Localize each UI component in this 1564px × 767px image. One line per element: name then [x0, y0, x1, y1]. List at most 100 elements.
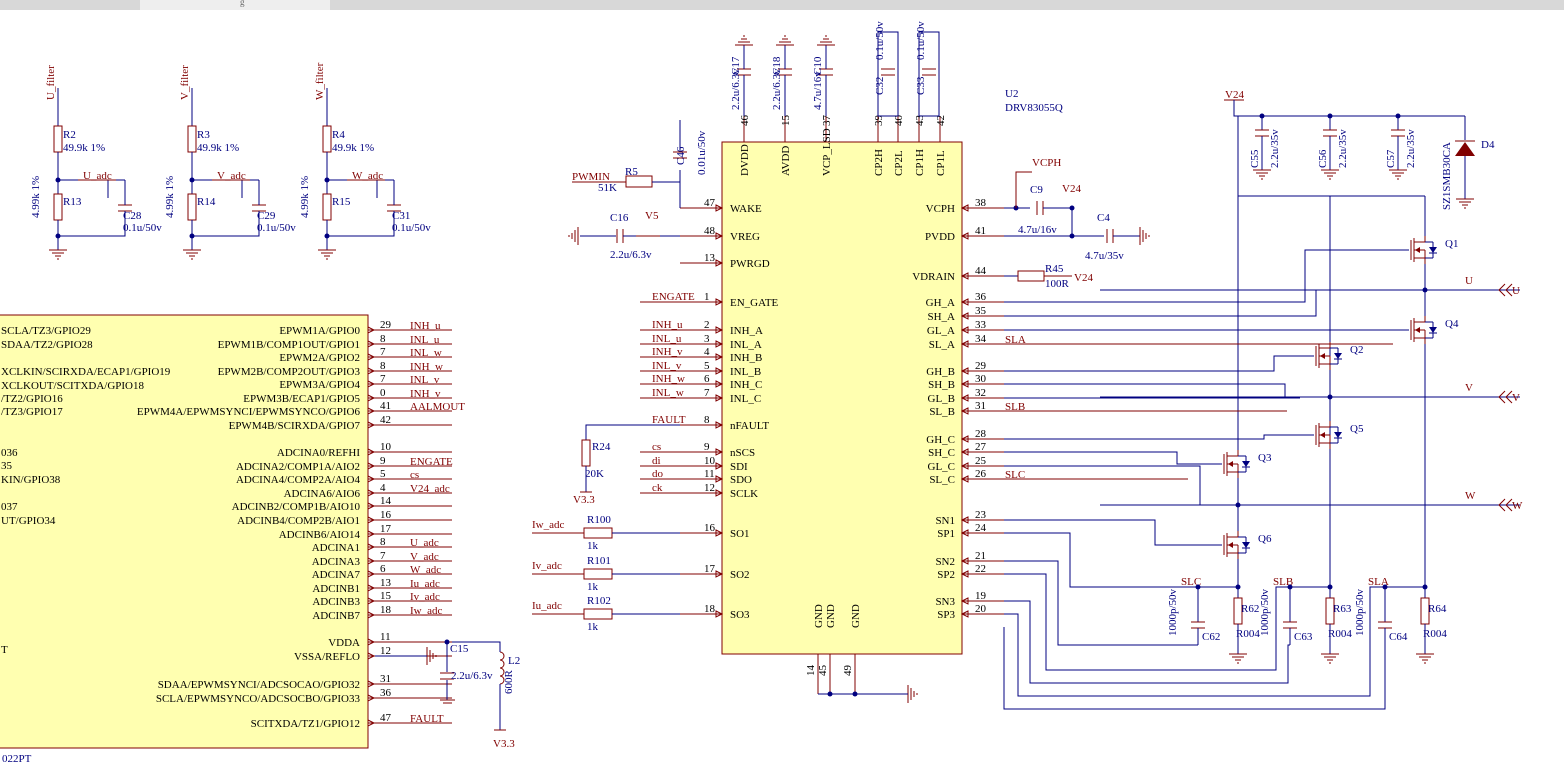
driver-pin-name: SN3 [935, 596, 955, 608]
driver-pin-name: SDI [730, 461, 748, 473]
mcu-pin-number: 18 [380, 604, 392, 616]
driver-pin-name: SP2 [937, 569, 955, 581]
sheet-tab-bar: g [0, 0, 1564, 10]
driver-designator: U2 [1005, 88, 1018, 100]
driver-pin-number: 44 [975, 265, 987, 277]
inductor-value: 600R [503, 670, 515, 695]
driver-pin-name: PVDD [925, 231, 955, 243]
driver-pin-number: 45 [817, 665, 829, 677]
pin-arrow [367, 340, 376, 348]
capacitor-value: 0.1u/50v [257, 222, 296, 234]
driver-pin-number: 14 [805, 665, 817, 677]
mcu-pin-number: 7 [380, 550, 386, 562]
mcu-right-pin-name: SDAA/EPWMSYNCI/ADCSOCAO/GPIO32 [158, 679, 360, 691]
driver-net-label: FAULT [652, 414, 686, 426]
driver-pin-name: GND [813, 604, 825, 628]
driver-pin-number: 30 [975, 373, 987, 385]
driver-pin-number: 20 [975, 603, 987, 615]
driver-pin-number: 35 [975, 305, 987, 317]
resistor-value: 1k [587, 540, 599, 552]
capacitor-value: 0.01u/50v [696, 130, 708, 175]
driver-pin-number: 49 [842, 665, 854, 677]
driver-pin-name: GH_C [926, 434, 955, 446]
phase-port-label: U [1512, 285, 1520, 297]
mcu-right-pin-name: ADCINA7 [312, 569, 361, 581]
resistor-designator: R45 [1045, 263, 1064, 275]
pin-arrow [367, 326, 376, 334]
mcu-right-pin-name: EPWM4B/SCIRXDA/GPIO7 [229, 420, 361, 432]
mosfet-arrow [1228, 542, 1233, 548]
mcu-left-pin-name: KIN/GPIO38 [1, 474, 61, 486]
sheet-tab[interactable]: g [140, 0, 330, 10]
driver-pin-name: GL_B [928, 393, 956, 405]
mcu-pin-number: 14 [380, 495, 392, 507]
junction-dot [1327, 584, 1333, 590]
phase-port-label: V [1512, 392, 1520, 404]
pin-arrow [367, 652, 376, 660]
driver-pin-name: CP1H [914, 149, 926, 176]
mcu-net-label: INL_w [410, 347, 442, 359]
pin-arrow [367, 367, 376, 375]
driver-pin-number: 43 [914, 115, 926, 127]
driver-pin-name: INH_B [730, 352, 762, 364]
mcu-right-pin-name: ADCINB4/COMP2B/AIO1 [237, 515, 360, 527]
mcu-pin-number: 15 [380, 590, 392, 602]
driver-pin-name: SP3 [937, 609, 955, 621]
mosfet-arrow [1415, 247, 1420, 253]
pin-arrow [367, 489, 376, 497]
gate-wire [1004, 434, 1314, 440]
driver-pin-name: SN2 [935, 556, 955, 568]
gate-wire [1004, 383, 1286, 397]
pin-arrow [367, 570, 376, 578]
driver-pin-number: 38 [975, 197, 987, 209]
so-net-label: Iu_adc [532, 600, 562, 612]
driver-pin-name: EN_GATE [730, 297, 779, 309]
pin-arrow [367, 380, 376, 388]
driver-pin-name: AVDD [780, 146, 792, 176]
gate-wire [1004, 249, 1409, 303]
capacitor-value: 2.2u/35v [1405, 129, 1417, 168]
capacitor-designator: C17 [730, 56, 742, 75]
sheet-tab-label: g [240, 0, 245, 7]
resistor [583, 608, 613, 620]
driver-net-label: INH_v [652, 346, 683, 358]
port-arrow [1505, 498, 1513, 512]
capacitor-value: 4.7u/16v [1018, 224, 1057, 236]
mcu-pin-number: 5 [380, 468, 386, 480]
mcu-net-label: ENGATE [410, 456, 453, 468]
pin-arrow [715, 340, 724, 348]
pin-arrow [367, 530, 376, 538]
driver-pin-number: 37 [821, 115, 833, 127]
driver-pin-number: 19 [975, 590, 987, 602]
mcu-pin-number: 29 [380, 319, 392, 331]
net-label: V5 [645, 210, 659, 222]
mcu-pin-number: 7 [380, 373, 386, 385]
driver-pin-number: 9 [704, 441, 710, 453]
pin-arrow [715, 462, 724, 470]
capacitor-designator: C18 [771, 56, 783, 75]
pin-arrow [960, 340, 969, 348]
driver-pin-number: 7 [704, 387, 710, 399]
capacitor-value: 2.2u/6.3v [730, 68, 742, 110]
driver-pin-number: 15 [780, 115, 792, 127]
driver-pin-number: 12 [704, 482, 715, 494]
junction-dot [1422, 287, 1428, 293]
resistor-value: 49.9k 1% [197, 142, 239, 154]
capacitor-value: 2.2u/35v [1269, 129, 1281, 168]
pin-arrow [960, 475, 969, 483]
mcu-pin-number: 12 [380, 645, 391, 657]
resistor-value: 49.9k 1% [63, 142, 105, 154]
pin-arrow [960, 312, 969, 320]
net-label: VCPH [1032, 157, 1061, 169]
driver-pin-name: SO1 [730, 528, 750, 540]
mosfet-arrow [1320, 353, 1325, 359]
driver-pin-number: 11 [704, 468, 715, 480]
diode-designator: D4 [1481, 139, 1495, 151]
mcu-left-pin-name: 037 [1, 501, 18, 513]
phase-output-label: V [1465, 382, 1473, 394]
driver-pin-name: GL_C [928, 461, 956, 473]
pin-arrow [367, 516, 376, 524]
filter-wire [192, 211, 260, 237]
capacitor-value: 4.7u/35v [1085, 250, 1124, 262]
